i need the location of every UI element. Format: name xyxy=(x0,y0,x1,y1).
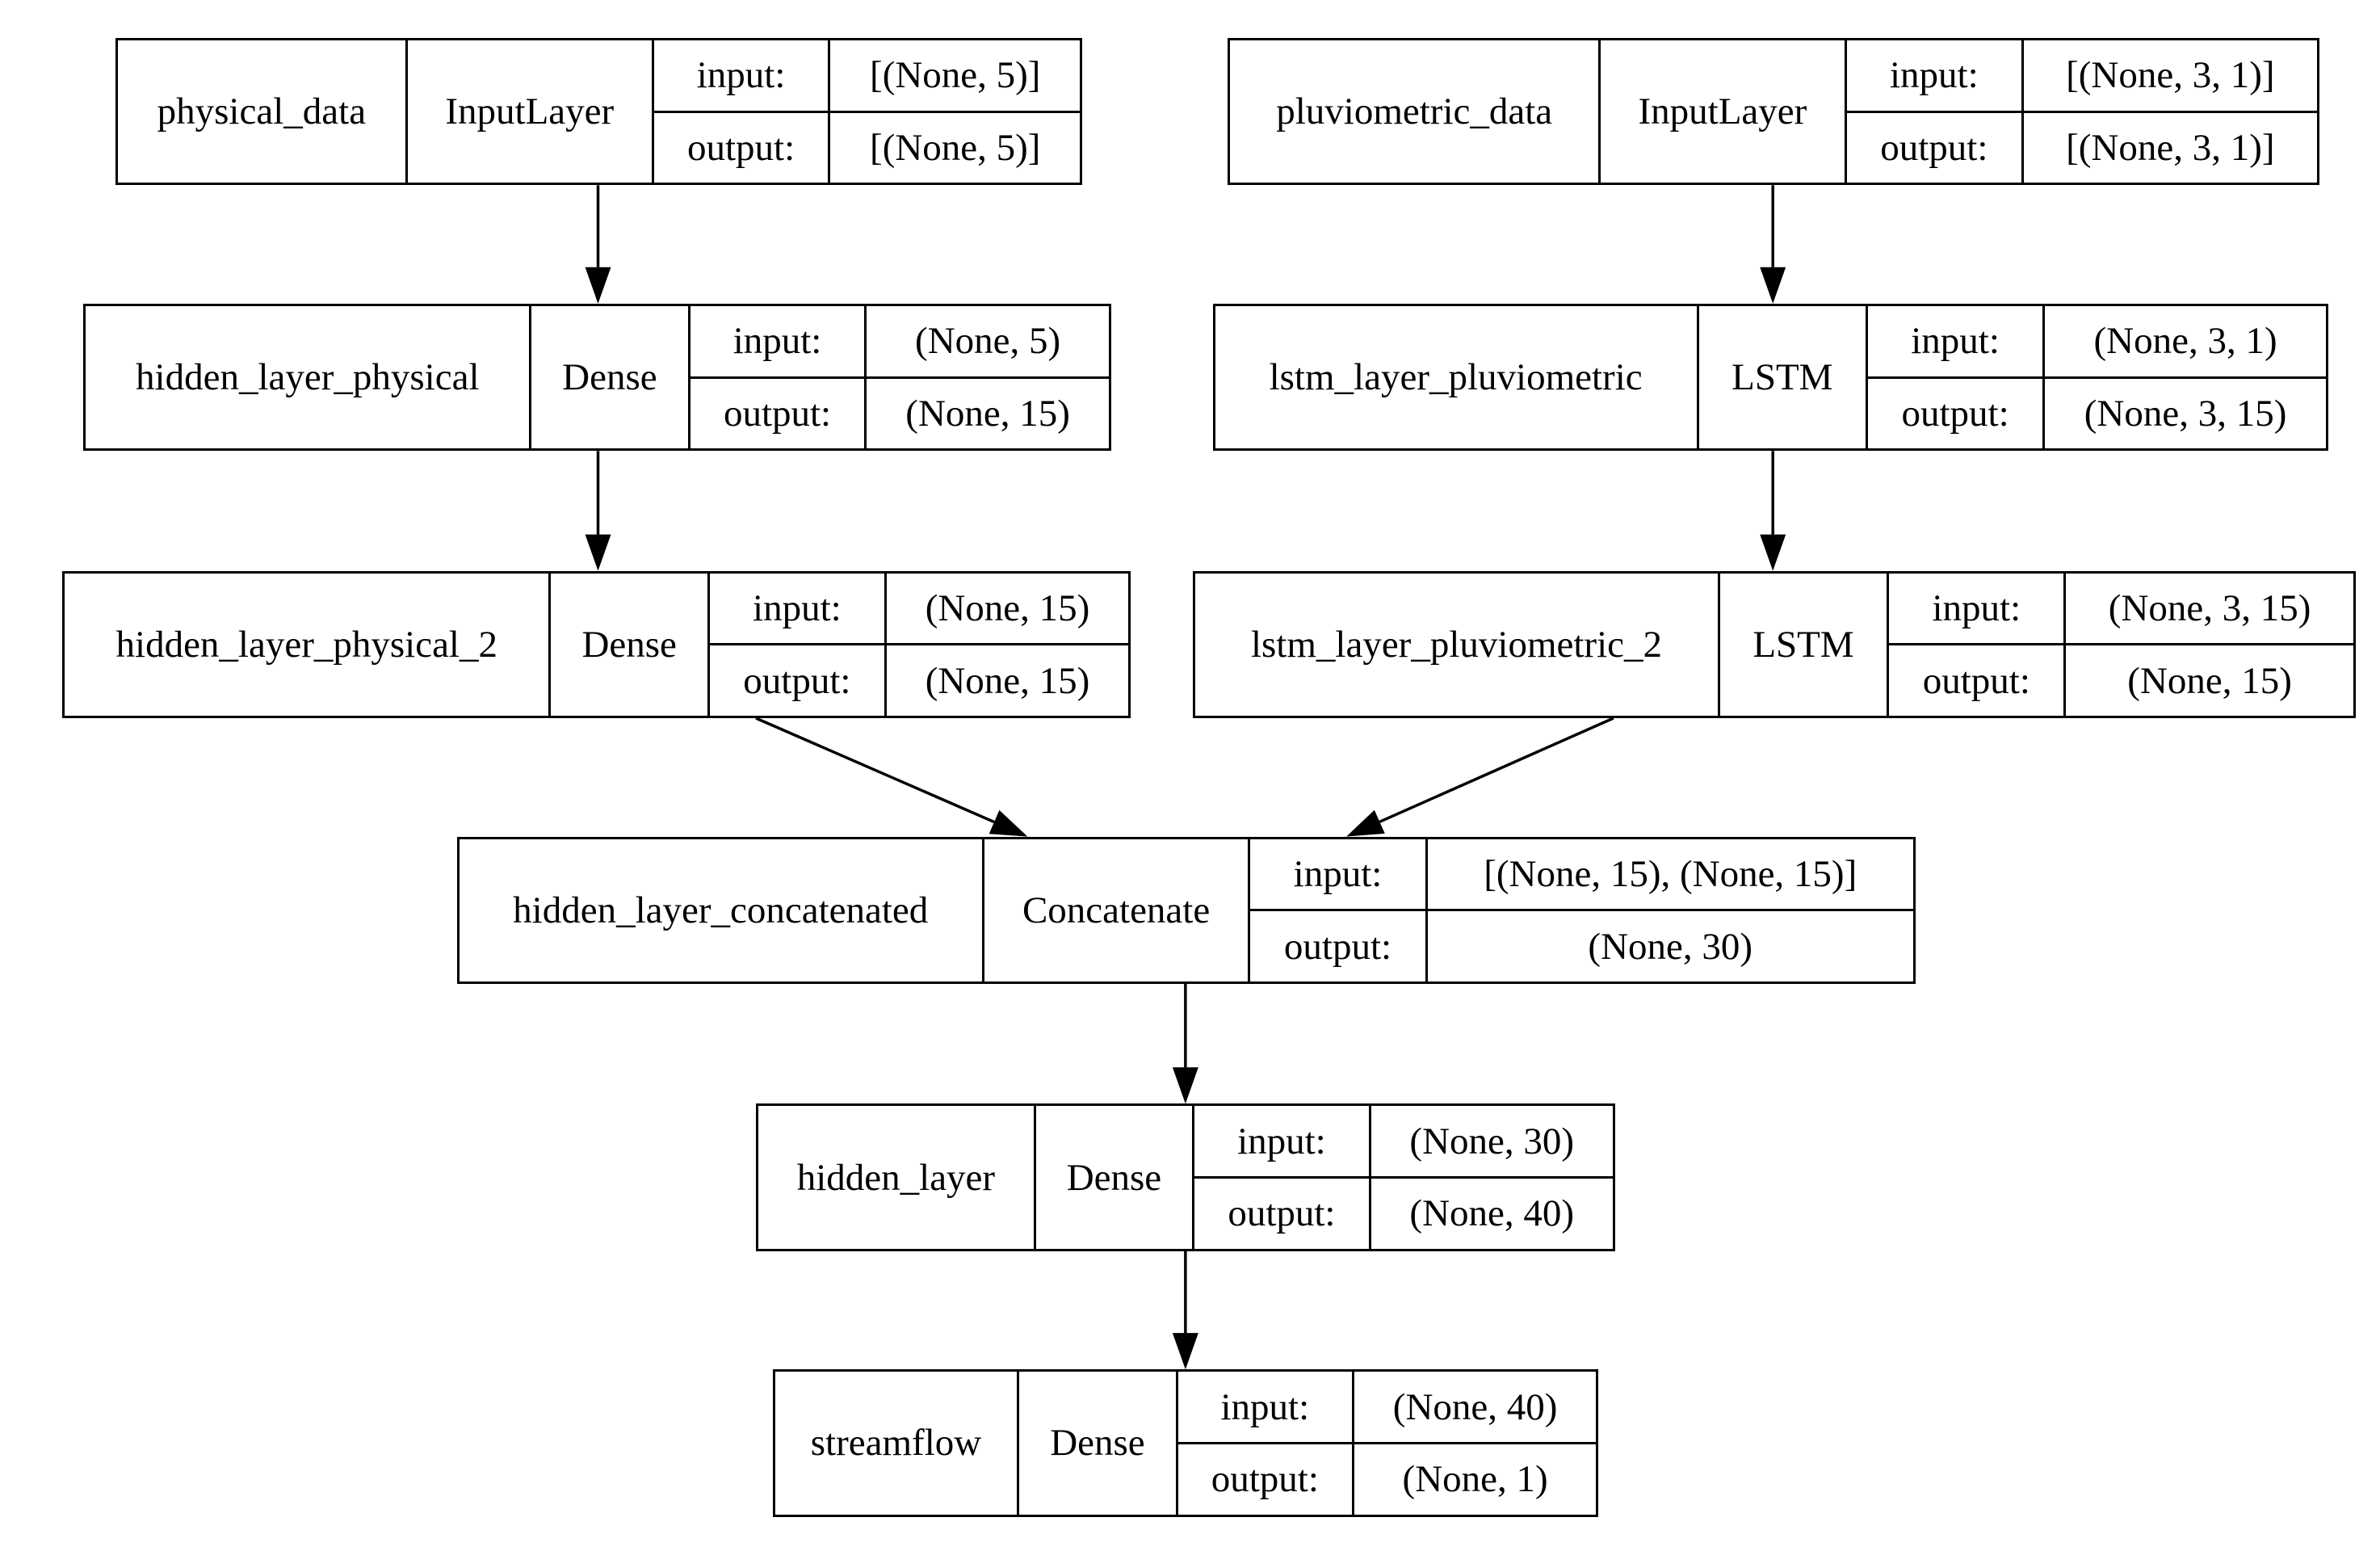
port-labels-lstm-layer-pluviometric-2: input: output: xyxy=(1889,573,2067,716)
layer-type-lstm-layer-pluviometric-2: LSTM xyxy=(1720,573,1890,716)
layer-type-hidden-layer-concatenated: Concatenate xyxy=(984,839,1251,981)
port-shapes-streamflow: (None, 40) (None, 1) xyxy=(1354,1372,1597,1514)
arrowhead-hidden-layer-physical-to-hidden-layer-physical-2 xyxy=(585,534,611,571)
layer-type-streamflow: Dense xyxy=(1019,1372,1178,1515)
layer-name-hidden-layer-physical: hidden_layer_physical xyxy=(86,305,532,449)
input-shape: (None, 40) xyxy=(1354,1372,1597,1444)
port-shapes-pluviometric-data: [(None, 3, 1)] [(None, 3, 1)] xyxy=(2023,40,2317,183)
input-label: input: xyxy=(1194,1106,1369,1179)
output-shape: (None, 15) xyxy=(2127,659,2292,702)
output-label: output: xyxy=(1922,659,2030,702)
output-shape: (None, 30) xyxy=(1588,925,1753,968)
input-label: input: xyxy=(1250,839,1425,912)
output-label: output: xyxy=(723,392,832,435)
input-label: input: xyxy=(690,306,865,379)
input-shape: (None, 5) xyxy=(867,306,1109,379)
layer-name-hidden-layer-concatenated: hidden_layer_concatenated xyxy=(460,839,984,981)
layer-type-hidden-layer-physical: Dense xyxy=(531,305,690,449)
layer-type-pluviometric-data: InputLayer xyxy=(1601,40,1847,183)
port-shapes-lstm-layer-pluviometric-2: (None, 3, 15) (None, 15) xyxy=(2066,574,2353,716)
arrowhead-hidden-layer-physical-2-to-hidden-layer-concatenated xyxy=(989,809,1028,837)
output-label: output: xyxy=(743,659,851,702)
layer-name-pluviometric-data: pluviometric_data xyxy=(1230,40,1601,183)
port-labels-pluviometric-data: input: output: xyxy=(1846,40,2024,183)
output-shape: (None, 15) xyxy=(905,392,1070,435)
output-shape: (None, 40) xyxy=(1409,1192,1575,1235)
port-labels-lstm-layer-pluviometric: input: output: xyxy=(1868,305,2046,449)
port-labels-hidden-layer: input: output: xyxy=(1194,1106,1371,1249)
output-label: output: xyxy=(1211,1458,1319,1501)
arrowhead-pluviometric-data-to-lstm-layer-pluviometric xyxy=(1760,267,1786,304)
arrowhead-lstm-layer-pluviometric-to-lstm-layer-pluviometric-2 xyxy=(1760,534,1786,571)
output-shape: (None, 1) xyxy=(1402,1458,1548,1501)
input-label: input: xyxy=(1868,306,2043,379)
layer-type-physical-data: InputLayer xyxy=(408,40,654,183)
layer-type-lstm-layer-pluviometric: LSTM xyxy=(1699,305,1869,449)
port-labels-hidden-layer-physical-2: input: output: xyxy=(709,573,887,716)
port-shapes-hidden-layer: (None, 30) (None, 40) xyxy=(1370,1106,1613,1248)
port-shapes-hidden-layer-physical-2: (None, 15) (None, 15) xyxy=(886,574,1129,716)
edge-lstm-layer-pluviometric-2-to-hidden-layer-concatenated xyxy=(1379,717,1614,823)
output-label: output: xyxy=(1228,1192,1336,1235)
port-labels-physical-data: input: output: xyxy=(653,40,831,183)
layer-name-lstm-layer-pluviometric-2: lstm_layer_pluviometric_2 xyxy=(1195,573,1720,716)
layer-name-streamflow: streamflow xyxy=(775,1372,1020,1515)
port-shapes-hidden-layer-physical: (None, 5) (None, 15) xyxy=(867,306,1109,448)
arrowhead-physical-data-to-hidden-layer-physical xyxy=(585,267,611,304)
layer-type-hidden-layer: Dense xyxy=(1036,1106,1195,1249)
arrowhead-lstm-layer-pluviometric-2-to-hidden-layer-concatenated xyxy=(1346,809,1385,837)
input-label: input: xyxy=(653,40,829,113)
output-label: output: xyxy=(1901,392,2009,435)
input-shape: (None, 30) xyxy=(1370,1106,1613,1179)
layer-name-hidden-layer-physical-2: hidden_layer_physical_2 xyxy=(65,573,552,716)
output-shape: (None, 3, 15) xyxy=(2084,392,2287,435)
port-labels-streamflow: input: output: xyxy=(1177,1372,1355,1515)
layer-type-hidden-layer-physical-2: Dense xyxy=(551,573,710,716)
input-label: input: xyxy=(1889,574,2064,646)
input-shape: (None, 3, 1) xyxy=(2045,306,2327,379)
output-shape: [(None, 3, 1)] xyxy=(2066,126,2275,169)
port-shapes-hidden-layer-concatenated: [(None, 15), (None, 15)] (None, 30) xyxy=(1427,839,1913,981)
arrowhead-hidden-layer-concatenated-to-hidden-layer xyxy=(1172,1067,1198,1104)
input-label: input: xyxy=(709,574,884,646)
input-shape: [(None, 5)] xyxy=(830,40,1081,113)
port-shapes-physical-data: [(None, 5)] [(None, 5)] xyxy=(830,40,1081,183)
edge-hidden-layer-physical-2-to-hidden-layer-concatenated xyxy=(755,717,995,824)
input-shape: (None, 15) xyxy=(886,574,1129,646)
output-shape: (None, 15) xyxy=(925,659,1090,702)
input-label: input: xyxy=(1846,40,2021,113)
layer-name-physical-data: physical_data xyxy=(118,40,408,183)
input-shape: (None, 3, 15) xyxy=(2066,574,2353,646)
port-labels-hidden-layer-physical: input: output: xyxy=(690,305,867,449)
output-label: output: xyxy=(1880,126,1988,169)
layer-name-hidden-layer: hidden_layer xyxy=(758,1106,1036,1249)
output-label: output: xyxy=(686,126,795,169)
port-labels-hidden-layer-concatenated: input: output: xyxy=(1250,839,1428,981)
input-shape: [(None, 3, 1)] xyxy=(2023,40,2317,113)
input-shape: [(None, 15), (None, 15)] xyxy=(1427,839,1913,912)
output-shape: [(None, 5)] xyxy=(870,126,1041,169)
arrowhead-hidden-layer-to-streamflow xyxy=(1172,1333,1198,1370)
port-shapes-lstm-layer-pluviometric: (None, 3, 1) (None, 3, 15) xyxy=(2045,306,2327,448)
input-label: input: xyxy=(1177,1372,1353,1444)
output-label: output: xyxy=(1283,925,1392,968)
layer-name-lstm-layer-pluviometric: lstm_layer_pluviometric xyxy=(1215,305,1699,449)
